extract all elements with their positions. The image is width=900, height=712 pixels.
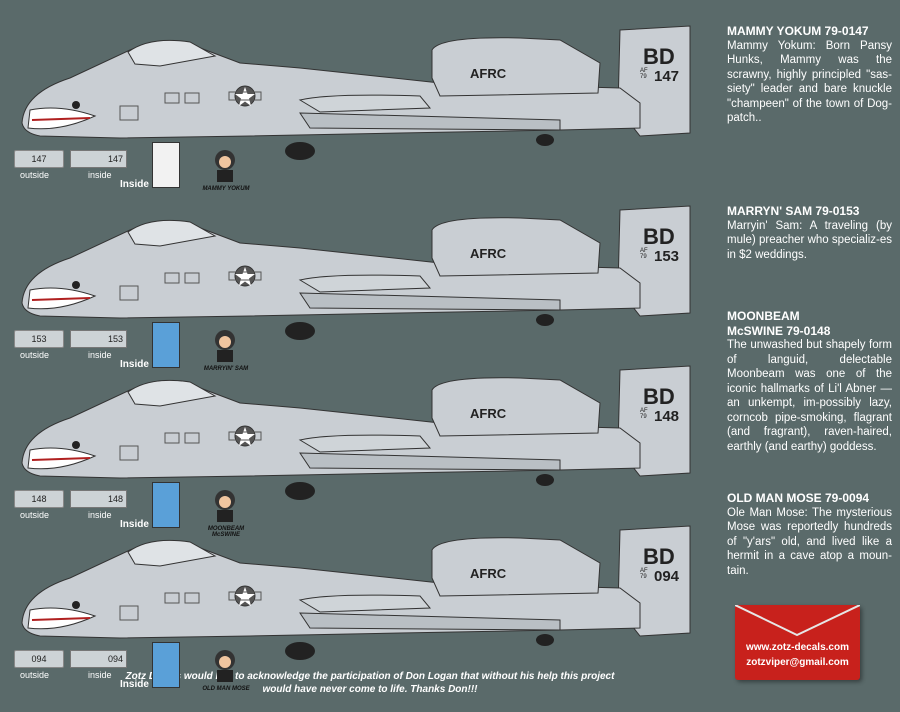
outside-label: outside: [20, 670, 50, 680]
engine-afrc-marking: AFRC: [470, 66, 507, 81]
description-mammy: MAMMY YOKUM 79-0147 Mammy Yokum: Born Pa…: [727, 24, 892, 126]
contact-envelope: www.zotz-decals.com zotzviper@gmail.com: [735, 605, 860, 680]
a10-side-view: [21, 365, 691, 500]
inside-art-label: Inside: [120, 519, 149, 530]
tail-serial: 094: [654, 568, 680, 585]
aircraft-description: The unwashed but shapely form of languid…: [727, 339, 892, 453]
tail-serial-prefix: AF 79: [640, 248, 648, 260]
aircraft-profile: AFRC BD 148 AF 79: [0, 348, 720, 518]
inside-art-card: [152, 142, 180, 188]
inside-art-card: [152, 322, 180, 368]
inside-tag: 094: [70, 650, 127, 668]
description-sam: MARRYN' SAM 79-0153 Marryin' Sam: A trav…: [727, 204, 892, 262]
tail-code: BD: [643, 544, 675, 569]
outside-tag: 094: [14, 650, 64, 668]
inside-art-card: [152, 482, 180, 528]
aircraft-title: MARRYN' SAM 79-0153: [727, 204, 860, 218]
aircraft-title: MOONBEAM McSWINE 79-0148: [727, 309, 831, 338]
aircraft-profile: AFRC BD 147 AF 79: [0, 8, 720, 178]
nose-art-caption: MAMMY YOKUM: [202, 186, 250, 192]
outside-label: outside: [20, 170, 50, 180]
inside-label: inside: [88, 170, 112, 180]
tail-serial-prefix: AF 79: [640, 68, 648, 80]
inside-label: inside: [88, 510, 112, 520]
tail-serial: 148: [654, 408, 680, 425]
inside-tag: 148: [70, 490, 127, 508]
engine-afrc-marking: AFRC: [470, 246, 507, 261]
nose-art-caption: OLD MAN MOSE: [202, 686, 250, 692]
outside-tag: 148: [14, 490, 64, 508]
aircraft-description: Ole Man Mose: The mysterious Mose was re…: [727, 506, 892, 577]
inside-tag: 153: [70, 330, 127, 348]
description-moonbeam: MOONBEAM McSWINE 79-0148 The unwashed bu…: [727, 309, 892, 454]
a10-side-view: [21, 205, 691, 340]
nose-art-figure: [205, 326, 245, 366]
inside-art-card: [152, 642, 180, 688]
nose-art-caption: MARRYIN' SAM: [203, 366, 249, 372]
aircraft-title: OLD MAN MOSE 79-0094: [727, 491, 870, 505]
tail-serial-prefix: AF 79: [640, 568, 648, 580]
aircraft-profile: AFRC BD 094 AF 79: [0, 508, 720, 678]
inside-label: inside: [88, 350, 112, 360]
aircraft-profile: AFRC BD 153 AF 79: [0, 188, 720, 358]
tail-code: BD: [643, 224, 675, 249]
website-link[interactable]: www.zotz-decals.com: [746, 642, 849, 653]
outside-label: outside: [20, 350, 50, 360]
nose-art-figure: [205, 646, 245, 686]
nose-art-figure: [205, 486, 245, 526]
tail-code: BD: [643, 44, 675, 69]
outside-label: outside: [20, 510, 50, 520]
a10-side-view: [21, 25, 691, 160]
inside-tag: 147: [70, 150, 127, 168]
email-link[interactable]: zotzviper@gmail.com: [746, 657, 849, 668]
nose-art-caption: MOONBEAM McSWINE: [207, 526, 245, 538]
a10-side-view: [21, 525, 691, 660]
nose-art-figure: [205, 146, 245, 186]
description-mose: OLD MAN MOSE 79-0094 Ole Man Mose: The m…: [727, 491, 892, 578]
inside-art-label: Inside: [120, 679, 149, 690]
inside-art-label: Inside: [120, 179, 149, 190]
footer-acknowledgement: Zotz Decals would like to acknowledge th…: [125, 671, 615, 695]
inside-label: inside: [88, 670, 112, 680]
inside-art-label: Inside: [120, 359, 149, 370]
tail-serial-prefix: AF 79: [640, 408, 648, 420]
engine-afrc-marking: AFRC: [470, 406, 507, 421]
aircraft-title: MAMMY YOKUM 79-0147: [727, 24, 869, 38]
outside-tag: 147: [14, 150, 64, 168]
envelope-flap-icon: [735, 605, 860, 637]
outside-tag: 153: [14, 330, 64, 348]
tail-code: BD: [643, 384, 675, 409]
aircraft-description: Marryin' Sam: A traveling (by mule) prea…: [727, 219, 892, 261]
aircraft-description: Mammy Yokum: Born Pansy Hunks, Mammy was…: [727, 39, 892, 125]
engine-afrc-marking: AFRC: [470, 566, 507, 581]
tail-serial: 153: [654, 248, 680, 265]
tail-serial: 147: [654, 68, 680, 85]
